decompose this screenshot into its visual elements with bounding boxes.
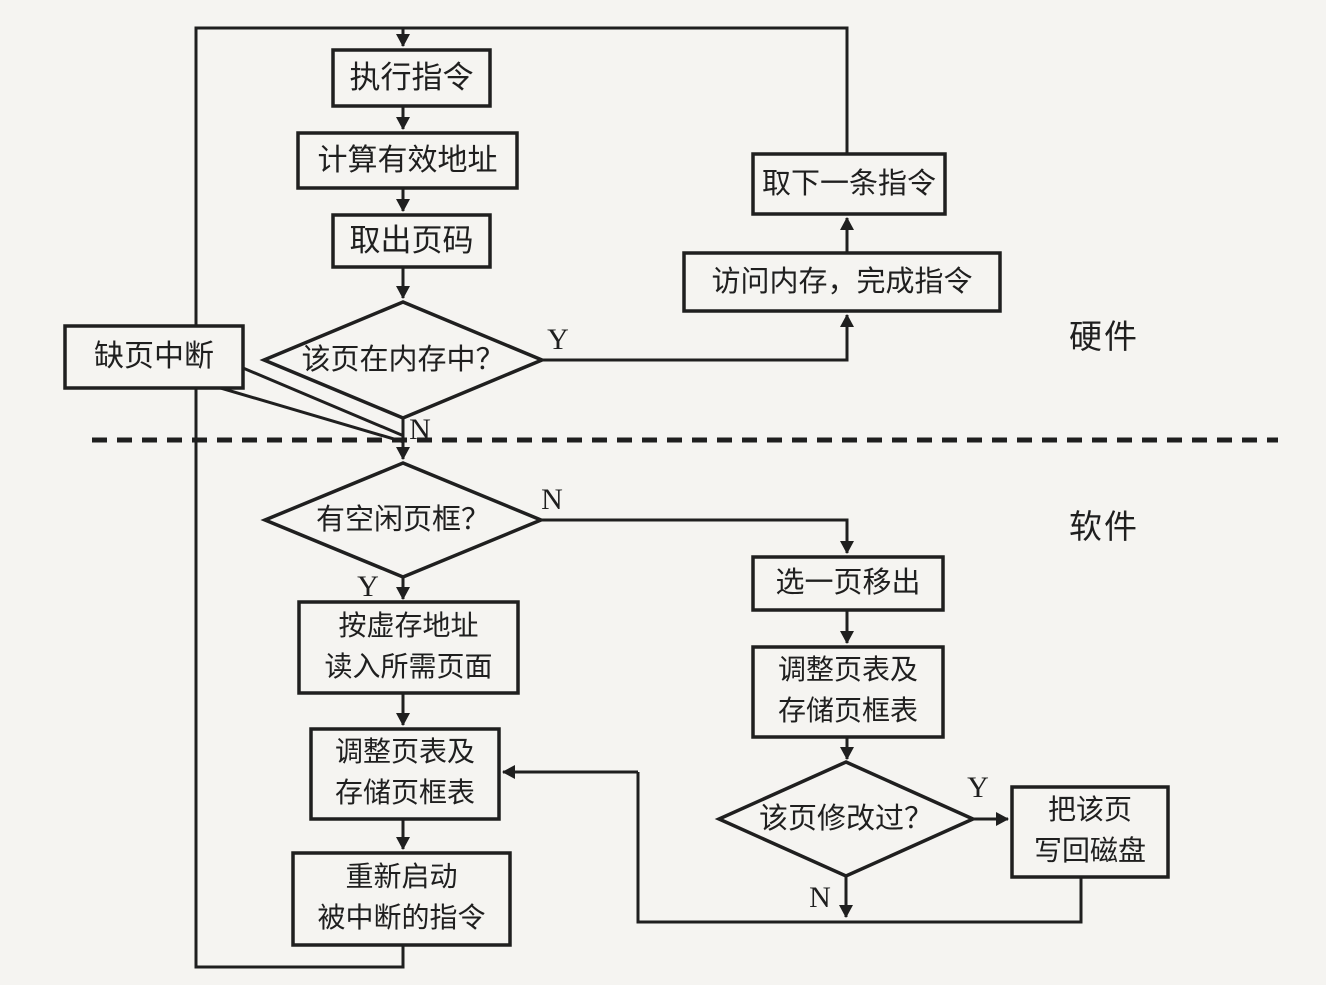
read-page-line1: 按虚存地址 <box>338 610 479 642</box>
pagefault-leader-lower <box>206 382 405 444</box>
calc-addr-label: 计算有效地址 <box>317 143 498 177</box>
pagefault-leader-upper <box>242 366 405 438</box>
box-read-page <box>297 600 520 695</box>
page-in-memory-label: 该页在内存中？ <box>301 343 505 376</box>
access-mem-label: 访问内存，完成指令 <box>711 265 973 298</box>
restart-line1: 重新启动 <box>345 862 458 894</box>
d2-yes-label: Y <box>357 570 379 604</box>
read-page-label: 按虚存地址 读入所需页面 <box>299 602 518 693</box>
get-page-label: 取出页码 <box>349 222 474 258</box>
diamond-page-modified <box>714 760 978 878</box>
adjust-left-label: 调整页表及 存储页框表 <box>311 729 499 819</box>
software-zone-label: 软件 <box>1069 510 1139 547</box>
box-adjust-left <box>309 727 501 821</box>
page-fault-label: 缺页中断 <box>94 340 214 374</box>
box-fetch-next <box>751 152 947 216</box>
hardware-zone-label: 硬件 <box>1069 320 1139 357</box>
fetch-next-label: 取下一条指令 <box>761 167 936 200</box>
restart-label: 重新启动 被中断的指令 <box>293 853 510 945</box>
box-access-mem <box>682 251 1002 313</box>
restart-line2: 被中断的指令 <box>317 903 486 934</box>
box-calc-addr <box>296 131 519 190</box>
adjust-right-line2: 存储页框表 <box>777 696 918 727</box>
free-frame-label: 有空闲页框？ <box>315 503 490 536</box>
d3-yes-label: Y <box>967 771 989 805</box>
edge-d1-yes-to-accessmem <box>542 314 854 362</box>
box-evict <box>751 555 945 612</box>
edge-writeback-join-loop <box>636 772 1083 924</box>
adjust-right-line1: 调整页表及 <box>777 655 918 687</box>
diamond-page-in-memory <box>259 300 547 420</box>
d1-no-label: N <box>409 413 431 447</box>
box-adjust-right <box>751 645 945 739</box>
box-get-page <box>331 213 492 269</box>
evict-label: 选一页移出 <box>775 567 921 600</box>
diamond-free-frame <box>260 461 546 579</box>
box-restart <box>291 851 512 947</box>
execute-label: 执行指令 <box>349 59 474 95</box>
d1-yes-label: Y <box>547 323 569 357</box>
read-page-line2: 读入所需页面 <box>324 651 493 683</box>
adjust-left-line1: 调整页表及 <box>334 737 475 769</box>
edge-outer-loop <box>194 26 849 969</box>
writeback-line1: 把该页 <box>1047 795 1132 827</box>
box-writeback <box>1010 785 1170 879</box>
box-page-fault <box>63 324 245 390</box>
edge-d2-no-to-evict <box>541 518 854 554</box>
page-modified-label: 该页修改过？ <box>758 802 933 835</box>
adjust-right-label: 调整页表及 存储页框表 <box>753 647 943 737</box>
scan-white-strip <box>0 985 1326 1000</box>
d3-no-label: N <box>809 881 831 915</box>
d2-no-label: N <box>541 483 563 517</box>
adjust-left-line2: 存储页框表 <box>334 778 475 809</box>
writeback-line2: 写回磁盘 <box>1033 836 1146 867</box>
writeback-label: 把该页 写回磁盘 <box>1012 787 1168 877</box>
box-execute <box>331 48 492 108</box>
